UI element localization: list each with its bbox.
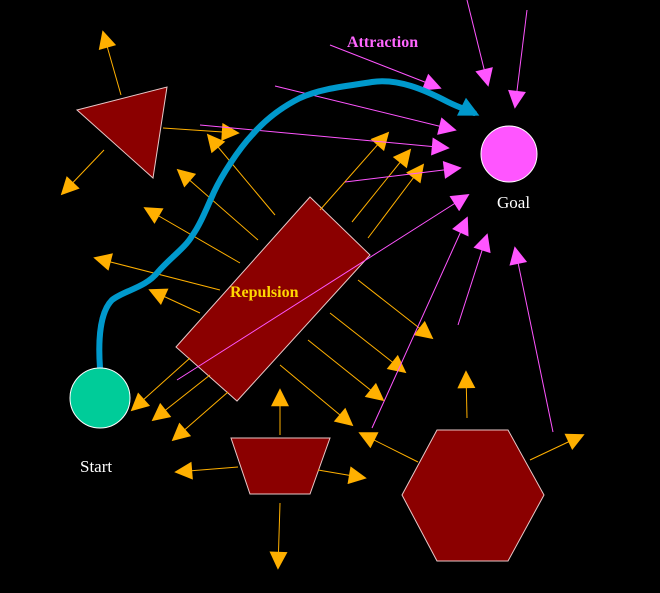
attraction-arrow [329, 44, 442, 91]
goal-label: Goal [497, 193, 530, 212]
repulsion-label: Repulsion [230, 284, 299, 301]
repulsion-arrow [206, 133, 276, 216]
repulsion-arrow [279, 364, 354, 427]
repulsion-arrow [174, 461, 239, 480]
attraction-arrow [199, 124, 450, 156]
start-circle [69, 367, 131, 429]
repulsion-arrow [171, 391, 229, 442]
goal-circle [480, 125, 538, 183]
repulsion-arrows [60, 30, 585, 570]
repulsion-arrow [367, 163, 425, 239]
attraction-label: Attraction [347, 34, 418, 51]
attraction-arrow [466, 0, 493, 87]
repulsion-arrow [358, 432, 419, 463]
attraction-arrow [176, 194, 470, 381]
repulsion-arrow [60, 149, 105, 196]
obstacles [75, 86, 545, 562]
repulsion-arrow [162, 122, 240, 141]
repulsion-arrow [176, 168, 259, 241]
repulsion-arrow [529, 433, 585, 461]
attraction-arrow [508, 9, 528, 109]
repulsion-arrow [319, 131, 390, 211]
triangle-obstacle [75, 86, 168, 179]
repulsion-arrow [329, 312, 407, 374]
attraction-arrow [344, 161, 462, 183]
repulsion-arrow [148, 288, 201, 314]
repulsion-arrow [151, 374, 211, 422]
attraction-arrow [509, 246, 554, 433]
repulsion-arrow [351, 148, 412, 223]
repulsion-arrow [130, 357, 191, 412]
repulsion-arrow [98, 30, 122, 96]
attraction-arrow [371, 216, 469, 429]
repulsion-arrow [457, 370, 476, 419]
repulsion-arrow [357, 279, 434, 340]
planned-path [96, 78, 480, 371]
trapezoid-obstacle [230, 437, 331, 495]
attraction-arrow [457, 233, 491, 326]
repulsion-arrow [269, 502, 288, 570]
hexagon-obstacle [401, 429, 545, 562]
start-label: Start [80, 457, 112, 476]
repulsion-arrow [317, 466, 367, 485]
repulsion-arrow [307, 339, 385, 402]
